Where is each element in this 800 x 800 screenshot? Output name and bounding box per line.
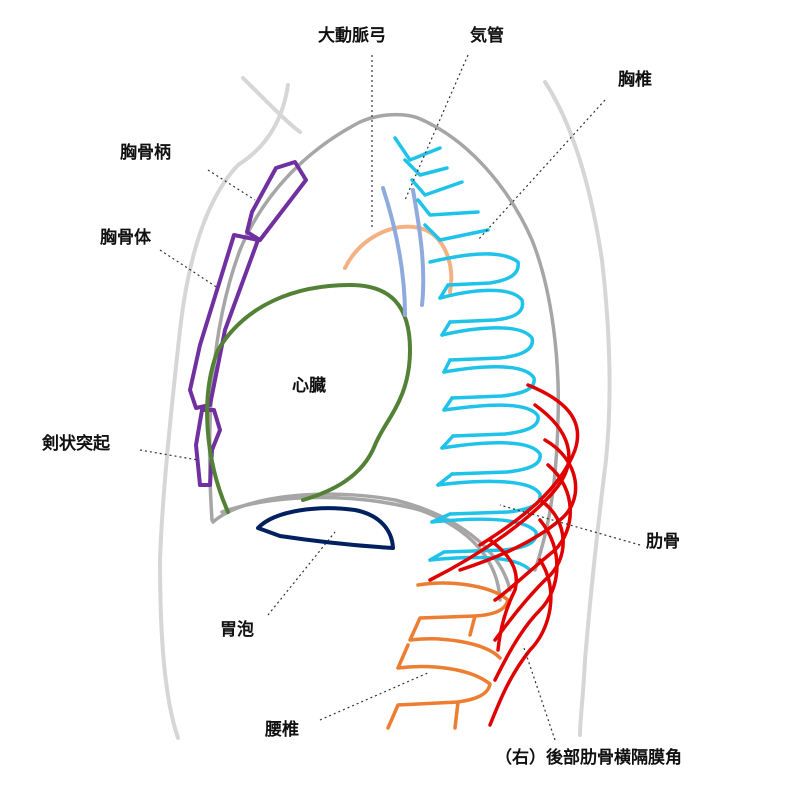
trachea-shape: [381, 186, 426, 317]
sternum-body-label: 胸骨体: [100, 228, 151, 248]
body-outline: [157, 76, 612, 740]
gastric-bubble-shape: [256, 506, 395, 550]
xiphoid-shape: [194, 408, 222, 487]
manubrium-shape: [245, 160, 308, 242]
thoracic-vertebrae-label: 胸椎: [618, 70, 652, 90]
thoracic-spine-shape: [393, 136, 542, 572]
costophrenic-angle-label: （右）後部肋骨横隔膜角: [495, 748, 682, 768]
leader-lines: [139, 54, 641, 741]
lumbar-spine-shape: [386, 581, 510, 730]
gastric-bubble-label: 胃泡: [220, 620, 254, 640]
ribs-shape: [428, 383, 580, 727]
heart-label: 心臓: [292, 376, 326, 396]
lumbar-vertebrae-label: 腰椎: [265, 720, 299, 740]
sternum-body-shape: [188, 233, 260, 410]
aortic-arch-label: 大動脈弓: [318, 26, 386, 46]
manubrium-label: 胸骨柄: [120, 143, 171, 163]
sternum: [188, 160, 308, 487]
heart-shape: [205, 282, 413, 514]
ribs-label: 肋骨: [646, 532, 680, 552]
trachea-label: 気管: [470, 26, 504, 46]
xiphoid-label: 剣状突起: [42, 434, 110, 454]
diaphragm-outline: [207, 112, 561, 602]
